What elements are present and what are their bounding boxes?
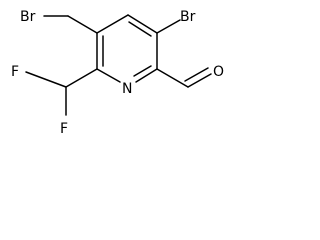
bromine-label-top-right: Br [180, 9, 196, 25]
atom-labels: Br Br F F N O [11, 9, 224, 137]
bond-chf2-f-upper [25, 71, 67, 88]
ring-bond-c4-c3-inner [128, 21, 152, 37]
ring-bond-c4-c3 [127, 14, 158, 34]
ring-bond-c2-n [135, 68, 158, 83]
nitrogen-label: N [122, 81, 132, 97]
oxygen-label: O [213, 64, 224, 80]
bond-cho-o-second [184, 67, 209, 82]
ring-bond-c2-n-inner [133, 65, 152, 77]
fluorine-label-lower: F [60, 121, 68, 137]
bromine-label-top-left: Br [20, 9, 36, 25]
bonds [25, 14, 212, 116]
bond-c3-br [156, 19, 181, 34]
fluorine-label-upper: F [11, 64, 19, 80]
bond-cho-o [187, 73, 212, 88]
ring-bond-n-c6 [96, 68, 121, 83]
bond-c6-chf2 [65, 68, 98, 88]
molecule-structure: Br Br F F N O [11, 9, 224, 137]
ring-bond-c5-c4 [96, 14, 129, 34]
bond-c2-cho [156, 68, 189, 88]
bond-c5-ch2 [67, 15, 98, 34]
